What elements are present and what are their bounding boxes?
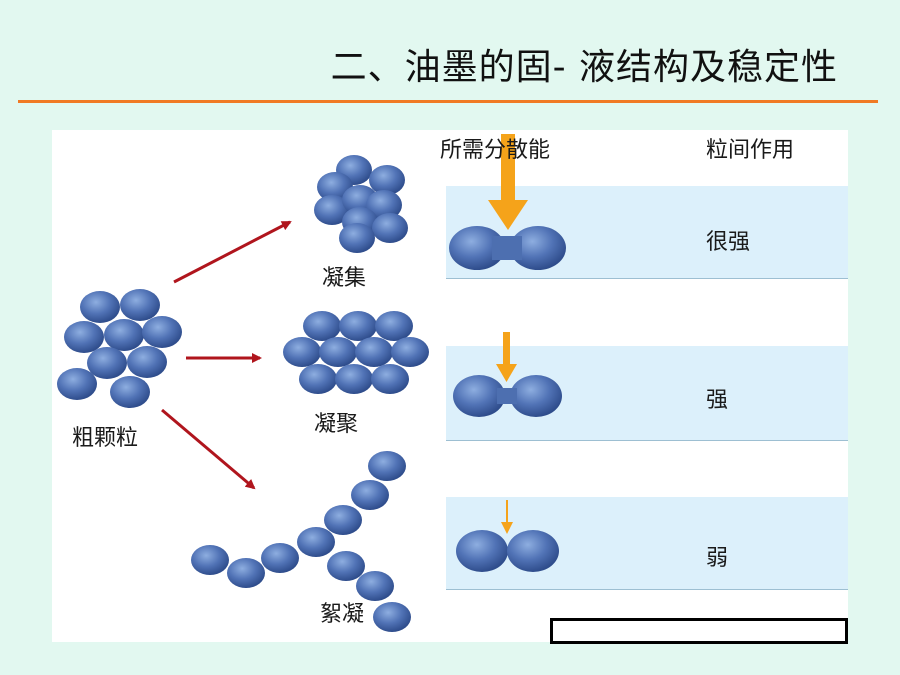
interaction-weak: 弱 [706,546,729,571]
coagulate-cluster [283,311,429,394]
energy-arrow-large [488,134,528,230]
interaction-column-header: 粒间作用 [706,138,795,163]
title-divider [18,100,878,103]
interaction-strong: 强 [706,388,729,413]
flocculation-label: 絮凝 [320,602,365,627]
agglomeration-label: 凝集 [322,266,367,291]
particle-diagram [57,134,566,632]
coarse-particle-label: 粗颗粒 [72,426,139,451]
diagram-panel: 粗颗粒 凝集 凝聚 絮凝 所需分散能 粒间作用 很强 强 弱 [52,130,848,644]
particle-pair-very-strong [449,226,566,270]
agglomerate-cluster [314,155,408,253]
coarse-particle-cluster [57,289,182,408]
slide-title: 二、油墨的固- 液结构及稳定性 [330,47,838,88]
energy-column-header: 所需分散能 [440,138,551,163]
arrow-to-flocculation [161,408,256,490]
floc-chain [191,451,411,632]
particle-pair-strong [453,375,562,417]
particle-pair-weak [456,530,559,572]
arrow-to-agglomeration [173,220,292,284]
empty-box [550,618,848,644]
energy-arrow-medium [496,332,517,382]
coagulation-label: 凝聚 [314,412,359,437]
energy-arrow-small [501,500,513,534]
interaction-very-strong: 很强 [706,230,751,255]
